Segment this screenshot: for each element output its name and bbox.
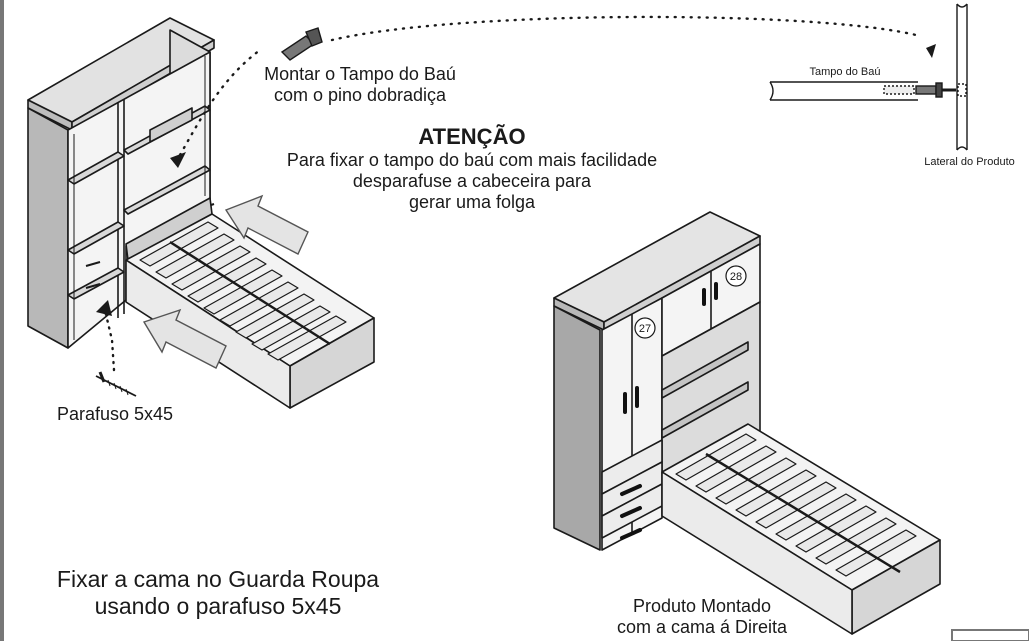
part-27-circle (634, 317, 656, 339)
result-caption: Produto Montado com a cama á Direita (582, 596, 822, 638)
left-bed (125, 197, 375, 409)
instruction-line2: usando o parafuso 5x45 (94, 593, 342, 620)
left-wardrobe (27, 17, 215, 349)
part-28-circle (725, 265, 747, 287)
attention-line2: desparafuse a cabeceira para (352, 171, 592, 192)
instruction-text: Fixar a cama no Guarda Roupa usando o pa… (18, 566, 418, 620)
detail-lid-side (769, 3, 968, 151)
part-numbers (634, 265, 747, 339)
screw-path (102, 304, 116, 372)
part-27-number: 27 (639, 323, 651, 335)
part-28-number: 28 (730, 271, 742, 283)
push-arrows (142, 194, 309, 369)
hinge-pin-path (174, 48, 262, 164)
hinge-pin-label-line2: com o pino dobradiça (273, 85, 447, 106)
attention-line3: gerar uma folga (408, 192, 536, 213)
top-path-arrow (926, 44, 936, 58)
hinge-path-top (330, 15, 922, 42)
screw-path-arrow (96, 300, 112, 316)
attention-title: ATENÇÃO (418, 124, 526, 149)
right-bed (661, 423, 941, 635)
result-line2: com a cama á Direita (616, 617, 788, 638)
attention-line1: Para fixar o tampo do baú com mais facil… (286, 149, 658, 170)
handles (620, 282, 718, 540)
screw-5x45 (95, 371, 137, 397)
hinge-pin (280, 27, 323, 61)
lid-label: Tampo do Baú (809, 66, 881, 78)
hinge-pin-label-line1: Montar o Tampo do Baú (264, 64, 456, 84)
side-label: Lateral do Produto (924, 156, 1015, 168)
result-line1: Produto Montado (632, 596, 772, 616)
screw-label: Parafuso 5x45 (56, 404, 174, 424)
instruction-line1: Fixar a cama no Guarda Roupa (56, 566, 380, 592)
attention-note: ATENÇÃO Para fixar o tampo do baú com ma… (232, 124, 712, 214)
hinge-path-arrow (170, 152, 186, 168)
hinge-pin-label: Montar o Tampo do Baú com o pino dobradi… (260, 64, 460, 106)
corner-box (951, 629, 1029, 641)
